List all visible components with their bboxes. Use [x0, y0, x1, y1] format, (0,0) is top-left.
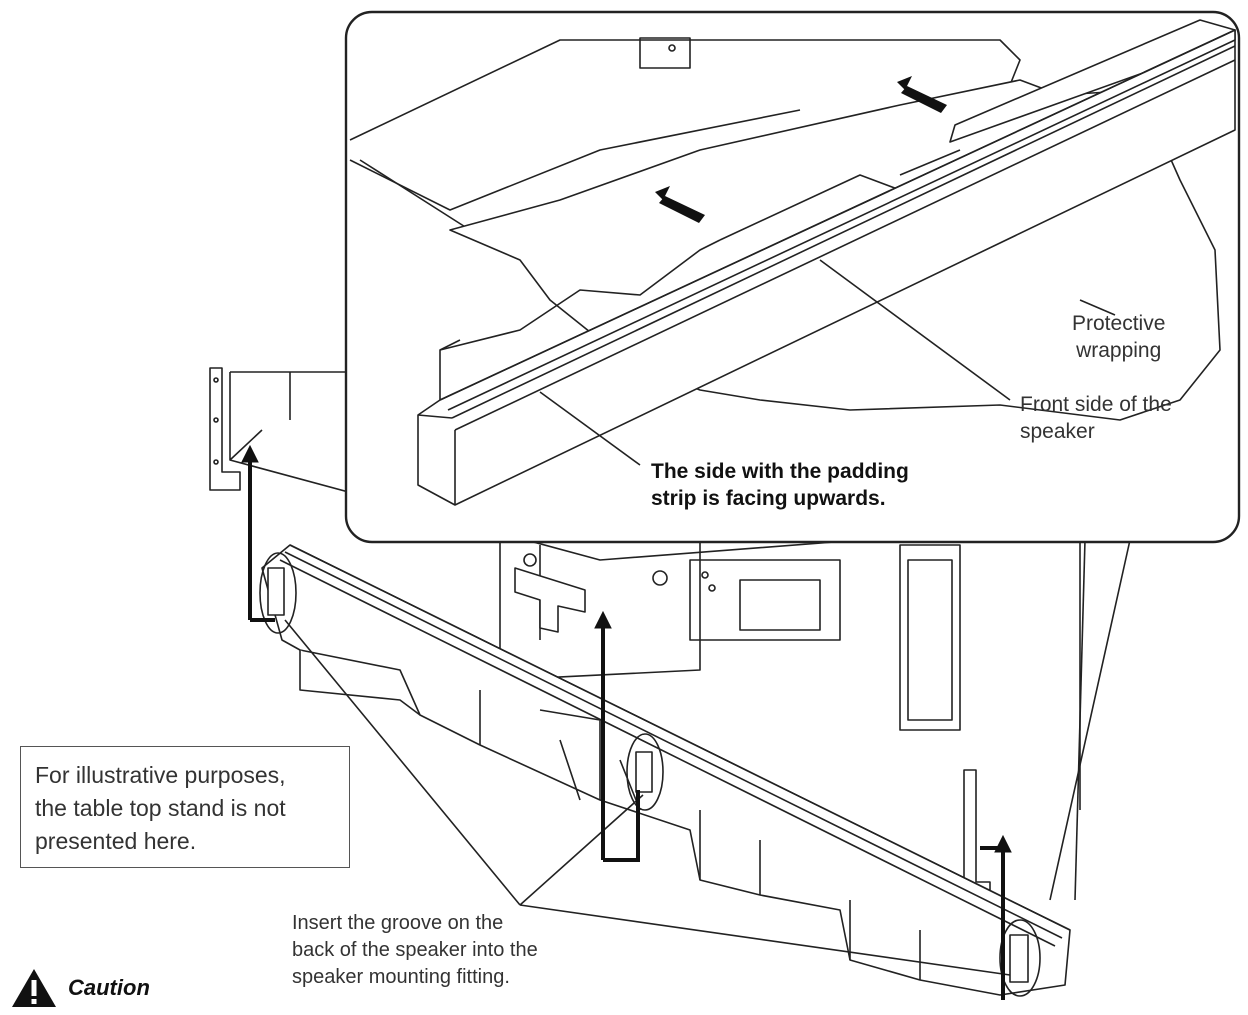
label-line: speaker mounting fitting. — [292, 966, 510, 988]
label-line: Insert the groove on the — [292, 912, 504, 934]
label-line: Front side of the — [1020, 393, 1172, 416]
left-mounting-bracket — [209, 367, 241, 491]
note-line: For illustrative purposes, — [35, 762, 286, 788]
label-line: Protective — [1072, 312, 1166, 335]
zoom-inset — [344, 10, 1241, 544]
groove-left — [259, 552, 297, 634]
note-line: the table top stand is not — [35, 795, 286, 821]
caution-heading: Caution — [10, 966, 150, 1010]
groove-right — [999, 919, 1041, 997]
label-line: The side with the padding — [651, 460, 909, 483]
note-line: presented here. — [35, 828, 197, 854]
front-side-label: Front side of the speaker — [1020, 391, 1172, 445]
label-line: wrapping — [1076, 339, 1162, 362]
illustrative-note-box: For illustrative purposes, the table top… — [20, 746, 350, 868]
padding-strip-label: The side with the padding strip is facin… — [651, 458, 909, 512]
groove-leader-lines — [284, 619, 1011, 976]
warning-triangle-icon — [12, 969, 56, 1007]
tv-back-outline — [229, 371, 1081, 810]
protective-wrapping-label: Protective wrapping — [1072, 310, 1165, 364]
label-line: strip is facing upwards. — [651, 487, 886, 510]
groove-middle — [626, 733, 664, 811]
right-mounting-bracket — [963, 769, 991, 891]
label-line: speaker — [1020, 420, 1095, 443]
groove-instruction-label: Insert the groove on the back of the spe… — [292, 910, 538, 991]
caution-label: Caution — [68, 975, 150, 1000]
speaker-bar — [261, 544, 1071, 996]
middle-mounting-bracket — [514, 567, 586, 633]
label-line: back of the speaker into the — [292, 939, 538, 961]
